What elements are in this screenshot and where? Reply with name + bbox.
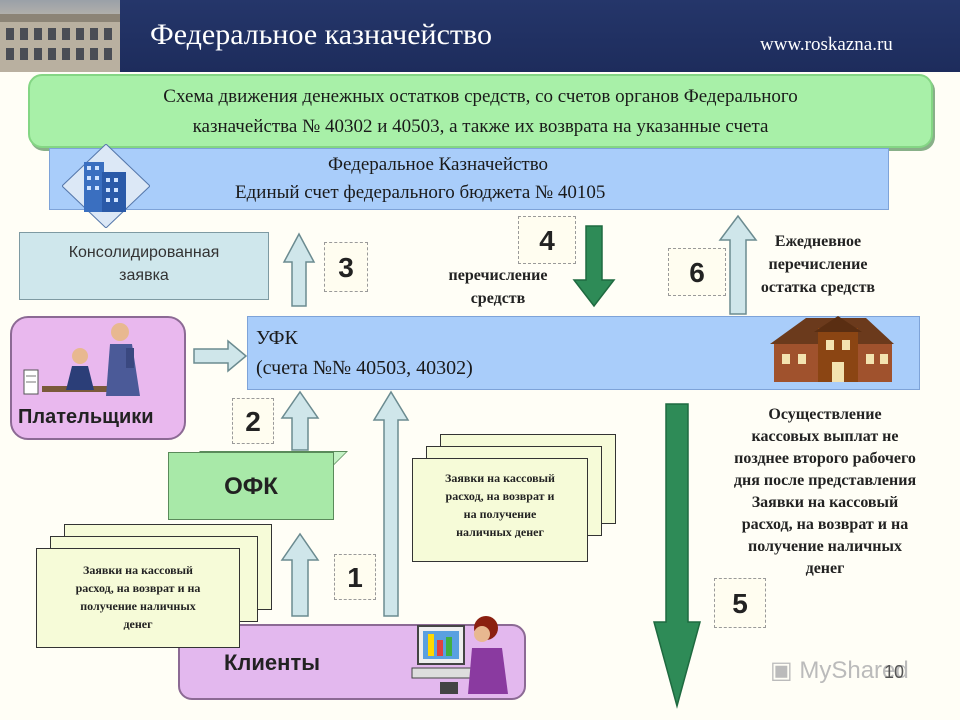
caption-line-1: Схема движения денежных остатков средств… — [163, 86, 798, 107]
doc-right-line-4: наличных денег — [456, 525, 544, 539]
header-url[interactable]: www.roskazna.ru — [760, 34, 893, 55]
step-2-marker: 2 — [232, 398, 274, 444]
building-photo — [0, 0, 120, 72]
header-bar — [0, 0, 960, 72]
step-5-marker: 5 — [714, 578, 766, 628]
request-doc-right: Заявки на кассовый расход, на возврат и … — [412, 458, 588, 562]
arrow-step-3 — [282, 232, 316, 307]
federal-treasury-box: Федеральное Казначейство Единый счет фед… — [49, 148, 889, 210]
cash-payments-line-2: кассовых выплат не — [751, 428, 899, 445]
step-4-marker: 4 — [518, 216, 576, 264]
daily-transfer-line-3: остатка средств — [760, 279, 876, 296]
doc-left-line-3: получение наличных — [80, 599, 196, 613]
ufk-title: УФК — [256, 327, 298, 349]
cash-payments-line-3: позднее второго рабочего — [734, 450, 916, 467]
step-3-marker: 3 — [324, 242, 368, 292]
transfer-funds-line-2: средств — [470, 290, 526, 307]
cash-payments-line-7: получение наличных — [748, 538, 902, 555]
cash-payments-line-8: денег — [805, 560, 845, 577]
cash-payments-line-4: дня после представления — [733, 472, 917, 489]
watermark: ▣ MyShared — [770, 656, 909, 685]
arrow-step-2 — [280, 390, 320, 451]
computer-user-icon — [411, 616, 508, 694]
consolidated-request-line-2: заявка — [119, 267, 169, 284]
step-1-marker: 1 — [334, 554, 376, 600]
transfer-funds-label: перечисление средств — [430, 264, 566, 310]
daily-transfer-label: Ежедневное перечисление остатка средств — [746, 230, 890, 299]
ufk-accounts: (счета №№ 40503, 40302) — [256, 357, 473, 379]
cash-payments-line-1: Осуществление — [768, 406, 882, 423]
ofk-box: ОФК — [168, 452, 334, 520]
doc-left-line-1: Заявки на кассовый — [83, 563, 193, 577]
federal-treasury-title: Федеральное Казначейство — [328, 154, 549, 175]
doc-right-line-3: на получение — [463, 507, 537, 521]
header-title: Федеральное казначейство — [150, 18, 492, 51]
consolidated-request-line-1: Консолидированная — [68, 244, 220, 261]
arrow-step-5 — [653, 403, 701, 709]
doc-left-line-4: денег — [123, 617, 153, 631]
doc-right-line-1: Заявки на кассовый — [445, 471, 555, 485]
consolidated-request-box: Консолидированная заявка — [19, 232, 269, 300]
daily-transfer-line-1: Ежедневное — [774, 233, 862, 250]
cash-payments-line-6: расход, на возврат и на — [741, 516, 909, 533]
watermark-icon: ▣ — [770, 657, 800, 684]
office-building-icon — [62, 144, 150, 228]
daily-transfer-line-2: перечисление — [768, 256, 868, 273]
caption-line-2: казначейства № 40302 и 40503, а также их… — [192, 116, 769, 137]
federal-budget-account: Единый счет федерального бюджета № 40105 — [235, 182, 606, 203]
request-doc-left: Заявки на кассовый расход, на возврат и … — [36, 548, 240, 648]
transfer-funds-line-1: перечисление — [448, 267, 548, 284]
arrow-payers-to-ufk — [193, 339, 248, 373]
payers-box — [10, 316, 186, 440]
cash-payments-label: Осуществление кассовых выплат не позднее… — [712, 404, 938, 580]
doc-right-line-2: расход, на возврат и — [445, 489, 555, 503]
clients-label: Клиенты — [224, 650, 321, 675]
arrow-step-1 — [280, 532, 320, 617]
cash-payments-line-5: Заявки на кассовый — [751, 494, 899, 511]
payers-label: Плательщики — [18, 406, 154, 428]
doc-left-line-2: расход, на возврат и на — [75, 581, 201, 595]
page-number: 10 — [884, 662, 905, 682]
arrow-clients-to-ufk — [372, 390, 410, 617]
building-photo-icon — [0, 14, 120, 72]
arrow-step-6 — [718, 214, 758, 315]
office-workers-icon — [23, 323, 140, 396]
house-icon — [770, 316, 894, 382]
step-6-marker: 6 — [668, 248, 726, 296]
diagram-caption: Схема движения денежных остатков средств… — [28, 74, 933, 148]
arrow-step-4 — [572, 225, 616, 308]
watermark-text: MyShared — [799, 657, 909, 684]
